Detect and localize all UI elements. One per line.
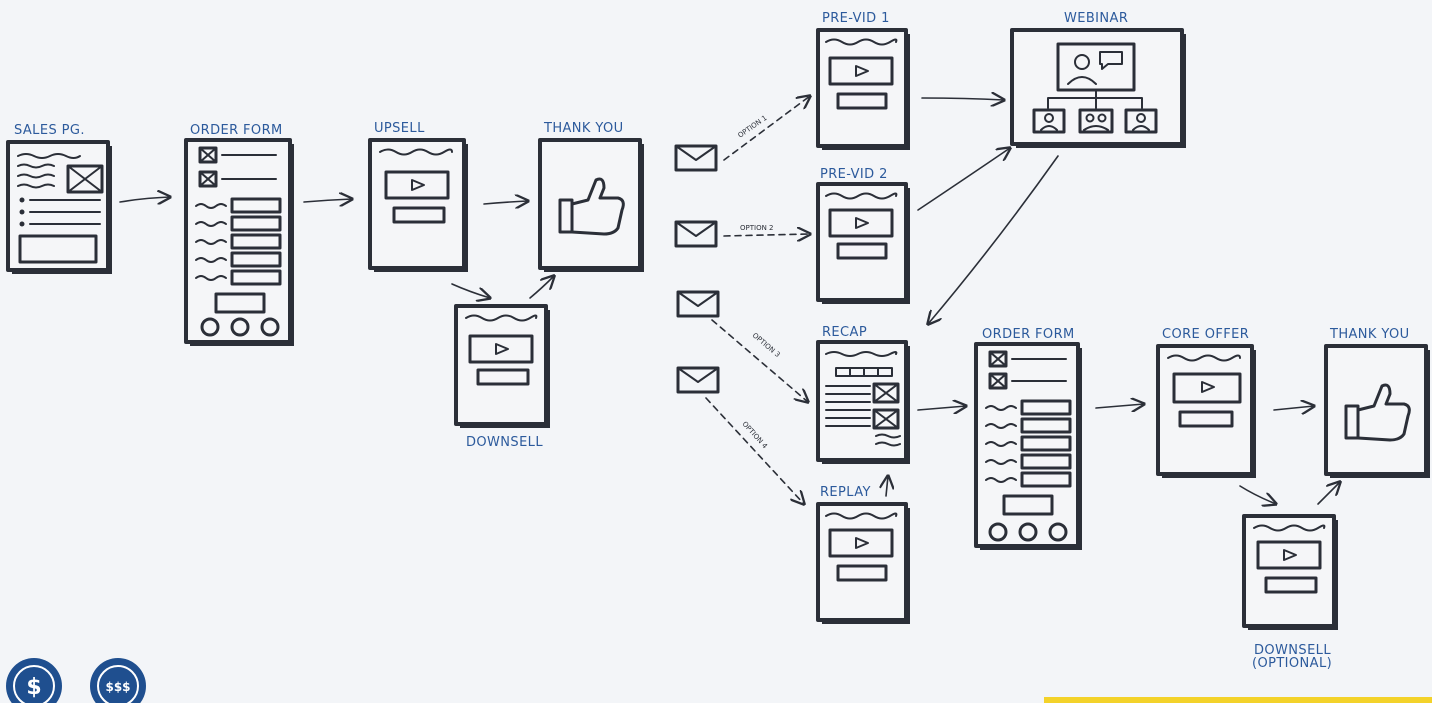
- label-option-1: OPTION 1: [737, 114, 769, 140]
- node-core-offer: [1156, 344, 1256, 478]
- arrow-webinar-to-recap: [928, 155, 1059, 324]
- arrow-recap-to-order2: [917, 406, 966, 410]
- arrow-sales-to-order: [119, 197, 170, 202]
- envelope-icon-3: [676, 290, 720, 318]
- label-pre-vid-2: PRE-VID 2: [820, 167, 888, 182]
- label-replay: REPLAY: [820, 485, 871, 500]
- label-pre-vid-1: PRE-VID 1: [822, 11, 890, 26]
- label-option-3: OPTION 3: [751, 331, 782, 359]
- label-downsell-2: DOWNSELL: [1254, 643, 1331, 658]
- label-order-form-1: ORDER FORM: [190, 123, 283, 138]
- node-order-form-1: [184, 138, 294, 346]
- label-option-4: OPTION 4: [741, 420, 770, 451]
- label-order-form-2: ORDER FORM: [982, 327, 1075, 342]
- arrow-downsell-to-thankyou-2: [1317, 482, 1340, 505]
- logo-money-bags-symbol: $$$: [105, 680, 130, 694]
- arrow-option-2: [723, 234, 810, 236]
- node-thank-you-2: [1324, 344, 1430, 478]
- logo-money-bags: $$$: [90, 658, 146, 703]
- node-downsell-1: [454, 304, 550, 428]
- thumbs-up-icon: [1344, 383, 1411, 442]
- arrow-replay-to-recap: [886, 476, 888, 497]
- arrow-order2-to-core: [1095, 404, 1144, 408]
- arrow-option-4: [705, 397, 804, 504]
- node-pre-vid-1: [816, 28, 910, 150]
- label-upsell: UPSELL: [374, 121, 425, 136]
- arrow-core-to-thankyou: [1273, 406, 1314, 410]
- label-option-2: OPTION 2: [740, 224, 774, 232]
- arrow-upsell-to-thankyou: [483, 201, 528, 204]
- arrow-core-to-downsell: [1239, 485, 1276, 504]
- envelope-icon-1: [674, 144, 718, 172]
- logo-dollar-symbol: $: [26, 675, 41, 700]
- label-core-offer: CORE OFFER: [1162, 327, 1249, 342]
- flow-arrows: [119, 96, 1340, 505]
- label-thank-you-1: THANK YOU: [543, 121, 624, 136]
- arrow-option-1: [723, 96, 810, 161]
- node-recap: [816, 340, 910, 464]
- label-downsell-2-optional: (OPTIONAL): [1252, 656, 1332, 671]
- node-upsell: [368, 138, 468, 272]
- thumbs-up-icon: [558, 177, 625, 236]
- logo-dollar-coin: $: [6, 658, 62, 703]
- arrow-order-to-upsell: [303, 199, 352, 202]
- arrow-previd2-to-webinar: [917, 148, 1010, 211]
- node-thank-you-1: [538, 138, 644, 272]
- label-downsell-1: DOWNSELL: [466, 435, 543, 450]
- arrow-previd1-to-webinar: [921, 98, 1004, 100]
- node-order-form-2: [974, 342, 1082, 550]
- node-sales-page: [6, 140, 112, 274]
- arrow-downsell-to-thankyou: [529, 276, 554, 299]
- accent-bar: [1044, 697, 1432, 703]
- envelope-icon-4: [676, 366, 720, 394]
- arrow-upsell-to-downsell: [451, 283, 490, 298]
- node-replay: [816, 502, 910, 624]
- node-downsell-2: [1242, 514, 1338, 630]
- label-webinar: WEBINAR: [1064, 11, 1128, 26]
- node-webinar: [1010, 28, 1186, 148]
- label-recap: RECAP: [822, 325, 867, 340]
- envelope-icon-2: [674, 220, 718, 248]
- label-sales-page: SALES PG.: [14, 123, 85, 138]
- label-thank-you-2: THANK YOU: [1329, 327, 1410, 342]
- arrow-option-3: [711, 319, 808, 402]
- node-pre-vid-2: [816, 182, 910, 304]
